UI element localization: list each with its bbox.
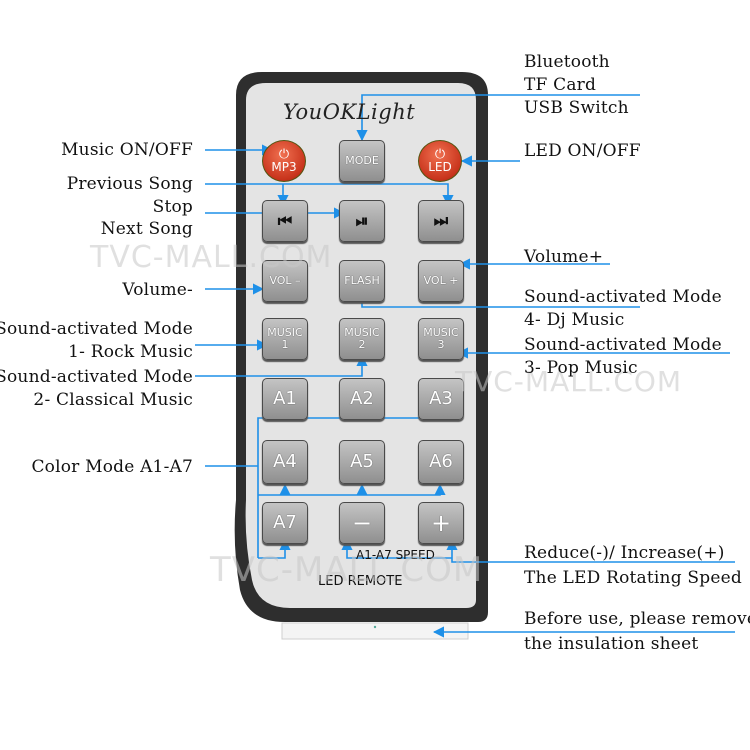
a3-button[interactable]: A3	[418, 378, 464, 420]
a2-button[interactable]: A2	[339, 378, 385, 420]
arrow-prev-next	[205, 183, 454, 207]
a6-button[interactable]: A6	[418, 440, 464, 484]
music3-button[interactable]: MUSIC 3	[418, 318, 464, 360]
label-usb-switch: USB Switch	[524, 98, 629, 118]
speed-minus-button[interactable]: −	[339, 502, 385, 544]
label-volume-minus: Volume-	[122, 280, 193, 300]
play-pause-button[interactable]: ⏯	[339, 200, 385, 242]
skip-forward-icon: ⏭	[433, 211, 449, 230]
arrow-music2	[195, 354, 368, 377]
label-tf-card: TF Card	[524, 75, 597, 95]
mode-button[interactable]: MODE	[339, 140, 385, 182]
flash-button[interactable]: FLASH	[339, 260, 385, 302]
led-power-button[interactable]: ⏻ LED	[418, 140, 462, 182]
remote-footer: LED REMOTE	[318, 574, 403, 589]
label-bluetooth: Bluetooth	[524, 52, 610, 72]
label-next-song: Next Song	[100, 219, 193, 239]
skip-back-icon: ⏮	[277, 211, 293, 230]
mp3-power-button[interactable]: ⏻ MP3	[262, 140, 306, 182]
label-dj-1: Sound-activated Mode	[524, 287, 722, 307]
arrow-speed	[446, 538, 735, 563]
label-classical-1: Sound-activated Mode	[0, 367, 193, 387]
play-pause-icon: ⏯	[355, 211, 369, 230]
watermark: TVC-MALL.COM	[210, 550, 484, 590]
label-rock-2: 1- Rock Music	[68, 342, 193, 362]
volume-up-button[interactable]: VOL +	[418, 260, 464, 302]
speed-label: A1-A7 SPEED	[356, 548, 435, 562]
a7-button[interactable]: A7	[262, 502, 308, 544]
watermark: TVC-MALL.COM	[90, 240, 333, 275]
label-music-onoff: Music ON/OFF	[61, 140, 193, 160]
power-icon: ⏻	[278, 147, 290, 162]
label-insulation-1: Before use, please remove	[524, 609, 750, 629]
label-color-mode: Color Mode A1-A7	[31, 457, 193, 477]
label-insulation-2: the insulation sheet	[524, 634, 699, 654]
label-led-onoff: LED ON/OFF	[524, 141, 641, 161]
next-song-button[interactable]: ⏭	[418, 200, 464, 242]
label-dj-2: 4- Dj Music	[524, 310, 625, 330]
music2-button[interactable]: MUSIC 2	[339, 318, 385, 360]
watermark: TVC-MALL.COM	[455, 365, 683, 398]
label-previous-song: Previous Song	[66, 174, 193, 194]
a4-button[interactable]: A4	[262, 440, 308, 484]
label-speed-1: Reduce(-)/ Increase(+)	[524, 543, 725, 563]
speed-plus-button[interactable]: +	[418, 502, 464, 544]
plus-icon: +	[430, 509, 452, 537]
arrow-mode	[356, 94, 640, 142]
label-speed-2: The LED Rotating Speed	[524, 568, 742, 588]
a1-button[interactable]: A1	[262, 378, 308, 420]
label-volume-plus: Volume+	[524, 247, 604, 267]
music1-button[interactable]: MUSIC 1	[262, 318, 308, 360]
previous-song-button[interactable]: ⏮	[262, 200, 308, 242]
label-stop: Stop	[152, 197, 193, 217]
volume-down-button[interactable]: VOL –	[262, 260, 308, 302]
label-rock-1: Sound-activated Mode	[0, 319, 193, 339]
a5-button[interactable]: A5	[339, 440, 385, 484]
label-pop-2: 3- Pop Music	[524, 358, 638, 378]
label-pop-1: Sound-activated Mode	[524, 335, 722, 355]
label-classical-2: 2- Classical Music	[33, 390, 193, 410]
minus-icon: −	[351, 509, 373, 537]
insulation-sheet	[281, 622, 469, 640]
brand-logo: YouOKLight	[283, 100, 416, 124]
power-icon: ⏻	[434, 147, 446, 162]
